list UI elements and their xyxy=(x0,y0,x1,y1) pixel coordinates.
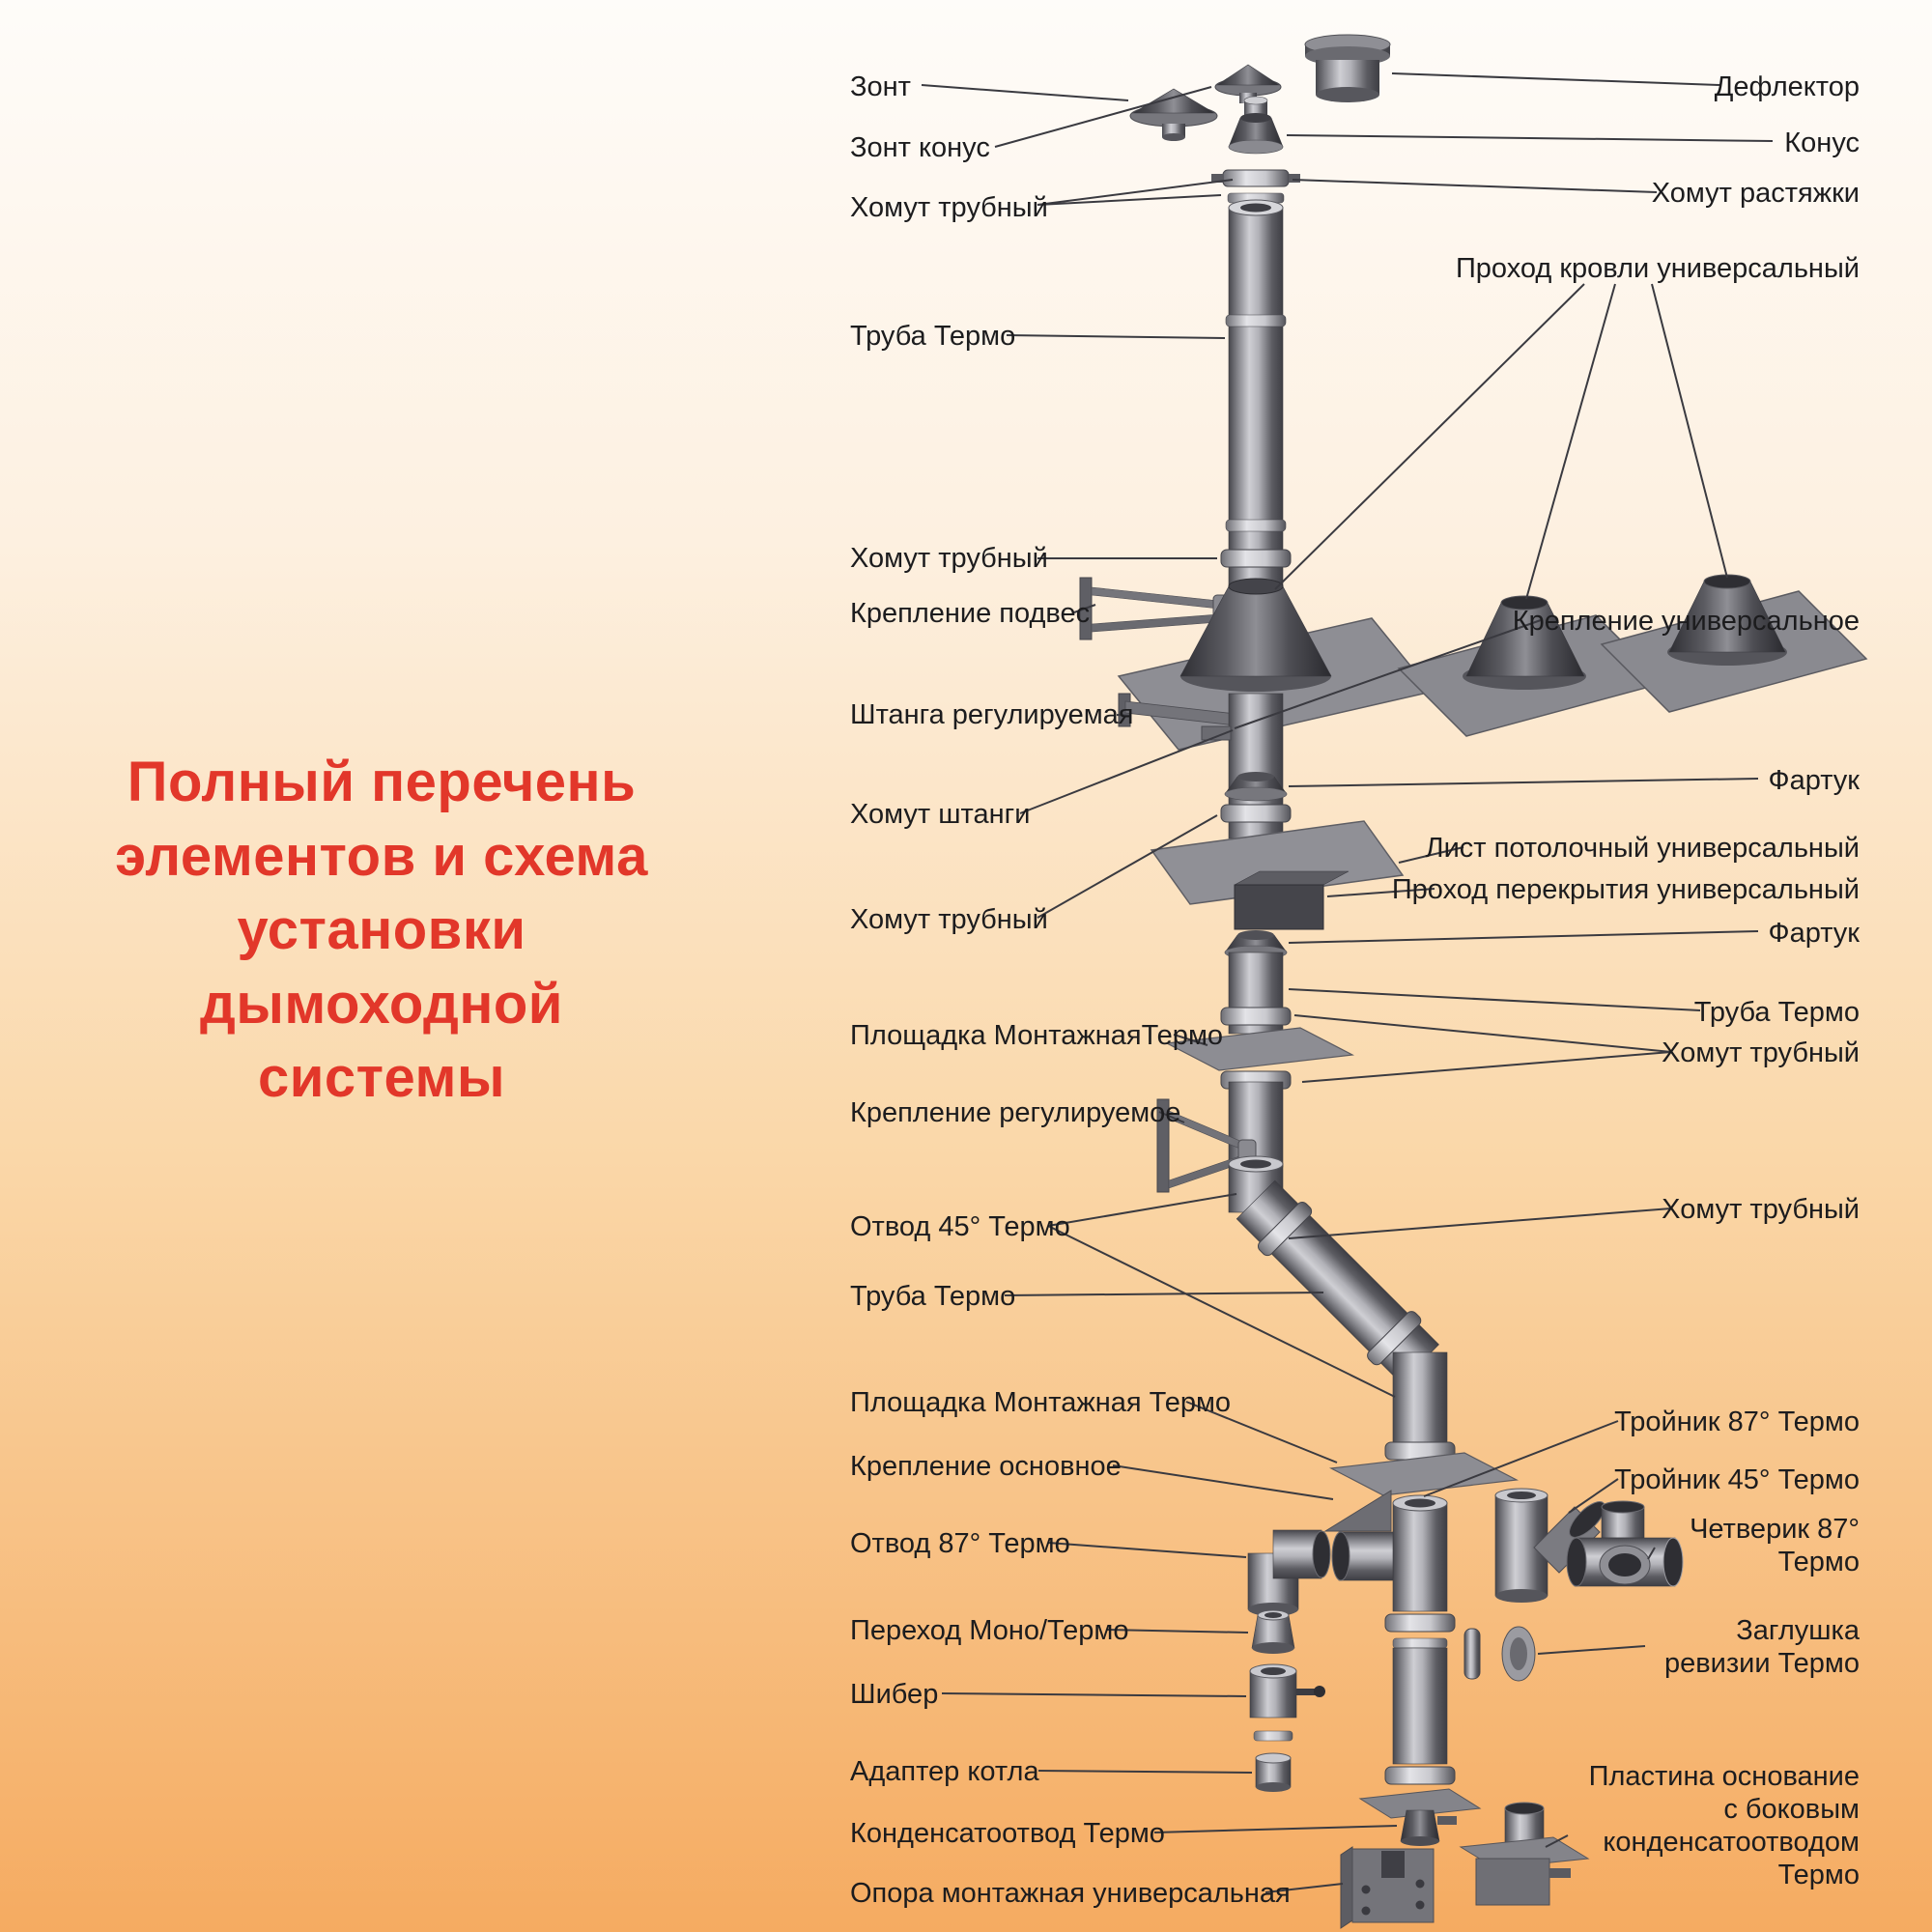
label-prokhod-krovli: Проход кровли универсальный xyxy=(1455,253,1860,284)
part-list-potolochny xyxy=(1150,820,1405,905)
part-zont xyxy=(1129,88,1218,141)
part-kondensatootvod xyxy=(1400,1809,1457,1846)
part-deflektor xyxy=(1304,34,1391,102)
label-ploshchadka-montazhnaya-termo-2: Площадка Монтажная Термо xyxy=(850,1387,1232,1418)
label-khomut-shtangi: Хомут штанги xyxy=(850,799,1031,830)
label-fartuk-upper: Фартук xyxy=(1768,765,1860,796)
part-shiber xyxy=(1249,1663,1325,1719)
part-perekhod-mono-termo xyxy=(1251,1609,1295,1654)
label-fartuk-lower: Фартук xyxy=(1768,918,1860,949)
label-troynik-45: Тройник 45° Термо xyxy=(1614,1464,1860,1495)
part-otvod-87 xyxy=(1247,1529,1331,1616)
label-kondensatootvod-termo: Конденсатоотвод Термо xyxy=(850,1818,1165,1849)
part-kreplenie-podves xyxy=(1079,577,1234,640)
label-truba-termo-upper: Труба Термо xyxy=(850,321,1016,352)
leader-lines xyxy=(921,72,1774,1893)
part-adapter-kotla xyxy=(1255,1752,1292,1792)
part-prokhod-perekrytiya xyxy=(1234,870,1350,930)
part-truba-termo-upper xyxy=(1225,199,1287,587)
label-ploshchadka-montazhnaya-termo: Площадка МонтажнаяТермо xyxy=(850,1020,1224,1051)
label-khomut-trubny-ceiling: Хомут трубный xyxy=(850,904,1048,935)
label-otvod-87-termo: Отвод 87° Термо xyxy=(850,1528,1070,1559)
label-truba-termo-diagonal: Труба Термо xyxy=(850,1281,1016,1312)
part-zaglushka-revizii xyxy=(1463,1626,1536,1682)
label-kreplenie-osnovnoe: Крепление основное xyxy=(850,1451,1122,1482)
part-khomut-rastyazhki xyxy=(1211,169,1300,204)
part-opora-montazhnaya xyxy=(1340,1846,1435,1929)
part-prokhod-krovli-spare-a xyxy=(1397,595,1665,737)
label-khomut-trubny-pair: Хомут трубный xyxy=(1662,1037,1860,1068)
part-troynik-45 xyxy=(1494,1488,1605,1603)
part-koltso xyxy=(1253,1730,1293,1742)
label-zont: Зонт xyxy=(850,71,911,102)
label-shtanga-reguliruemaya: Штанга регулируемая xyxy=(850,699,1134,730)
part-ploshchadka-montazhnaya-2 xyxy=(1328,1452,1520,1496)
label-kreplenie-podves: Крепление подвес xyxy=(850,598,1091,629)
label-list-potolochny: Лист потолочный универсальный xyxy=(1425,833,1860,864)
label-zont-konus: Зонт конус xyxy=(850,132,990,163)
label-shiber: Шибер xyxy=(850,1679,939,1710)
label-khomut-trubny-mid: Хомут трубный xyxy=(850,543,1048,574)
label-otvod-45-termo: Отвод 45° Термо xyxy=(850,1211,1070,1242)
part-troynik-87 xyxy=(1331,1494,1448,1612)
label-khomut-rastyazhki: Хомут растяжки xyxy=(1651,178,1860,209)
label-troynik-87: Тройник 87° Термо xyxy=(1614,1406,1860,1437)
label-khomut-trubny-diagonal: Хомут трубный xyxy=(1662,1194,1860,1225)
label-zaglushka-revizii: Заглушка ревизии Термо xyxy=(1663,1615,1860,1679)
chimney-assembly xyxy=(1079,34,1868,1929)
part-khomut-trubny-1 xyxy=(1220,549,1292,568)
part-fartuk-upper xyxy=(1224,772,1288,802)
part-kreplenie-osnovnoe xyxy=(1323,1490,1392,1532)
label-plastina-osnovanie: Пластина основание с боковым конденсатоо… xyxy=(1588,1761,1860,1890)
page-title: Полный перечень элементов и схема устано… xyxy=(115,751,648,1110)
part-otvod-45-lower xyxy=(1392,1351,1448,1446)
label-deflektor: Дефлектор xyxy=(1714,71,1860,102)
label-prokhod-perekrytiya: Проход перекрытия универсальный xyxy=(1391,874,1860,905)
label-khomut-trubny-top: Хомут трубный xyxy=(850,192,1048,223)
part-ploshchadka-montazhnaya-1 xyxy=(1164,1027,1355,1071)
label-kreplenie-universalnoe: Крепление универсальное xyxy=(1512,606,1860,637)
label-konus: Конус xyxy=(1784,128,1860,158)
part-truba-below-ceiling xyxy=(1220,952,1292,1035)
part-prokhod-krovli-spare-b xyxy=(1600,574,1868,713)
part-truba-mid xyxy=(1201,693,1292,839)
label-chetverik-87: Четверик 87° Термо xyxy=(1690,1514,1860,1577)
label-adapter-kotla: Адаптер котла xyxy=(850,1756,1039,1787)
label-kreplenie-reguliruemoe: Крепление регулируемое xyxy=(850,1097,1181,1128)
part-plastina-osnovanie xyxy=(1459,1802,1590,1906)
label-perekhod-mono-termo: Переход Моно/Термо xyxy=(850,1615,1129,1646)
label-opora-montazhnaya: Опора монтажная универсальная xyxy=(850,1878,1291,1909)
part-chetverik-87 xyxy=(1566,1500,1684,1587)
label-truba-termo-right: Труба Термо xyxy=(1693,997,1860,1028)
part-nizhnyaya-kolonna xyxy=(1358,1613,1482,1819)
part-konus xyxy=(1228,96,1284,155)
